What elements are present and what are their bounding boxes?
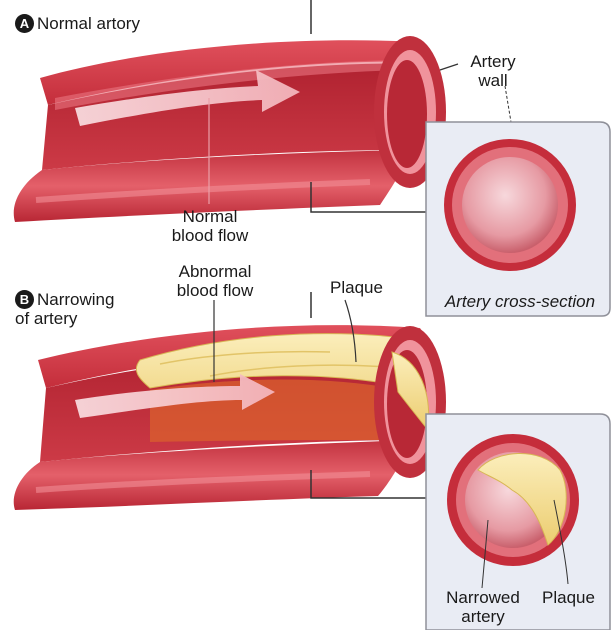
panel-b-badge: B (15, 290, 34, 309)
narrowed-artery-label: Narrowed artery (440, 588, 526, 626)
artery-end-lumen (387, 60, 427, 168)
panel-a-badge: A (15, 14, 34, 33)
plaque-label: Plaque (330, 278, 383, 297)
abnormal-flow-label: Abnormal blood flow (160, 262, 270, 300)
normal-cs-lumen (462, 157, 558, 253)
cross-section-label: Artery cross-section (432, 292, 608, 311)
cross-section-panel (426, 122, 610, 316)
plaque-cs-label: Plaque (542, 588, 595, 607)
artery-wall-leader (440, 64, 458, 70)
artery-wall-label: Artery wall (458, 52, 528, 90)
normal-flow-label: Normal blood flow (160, 207, 260, 245)
panel-a-title-text: Normal artory (37, 14, 140, 33)
